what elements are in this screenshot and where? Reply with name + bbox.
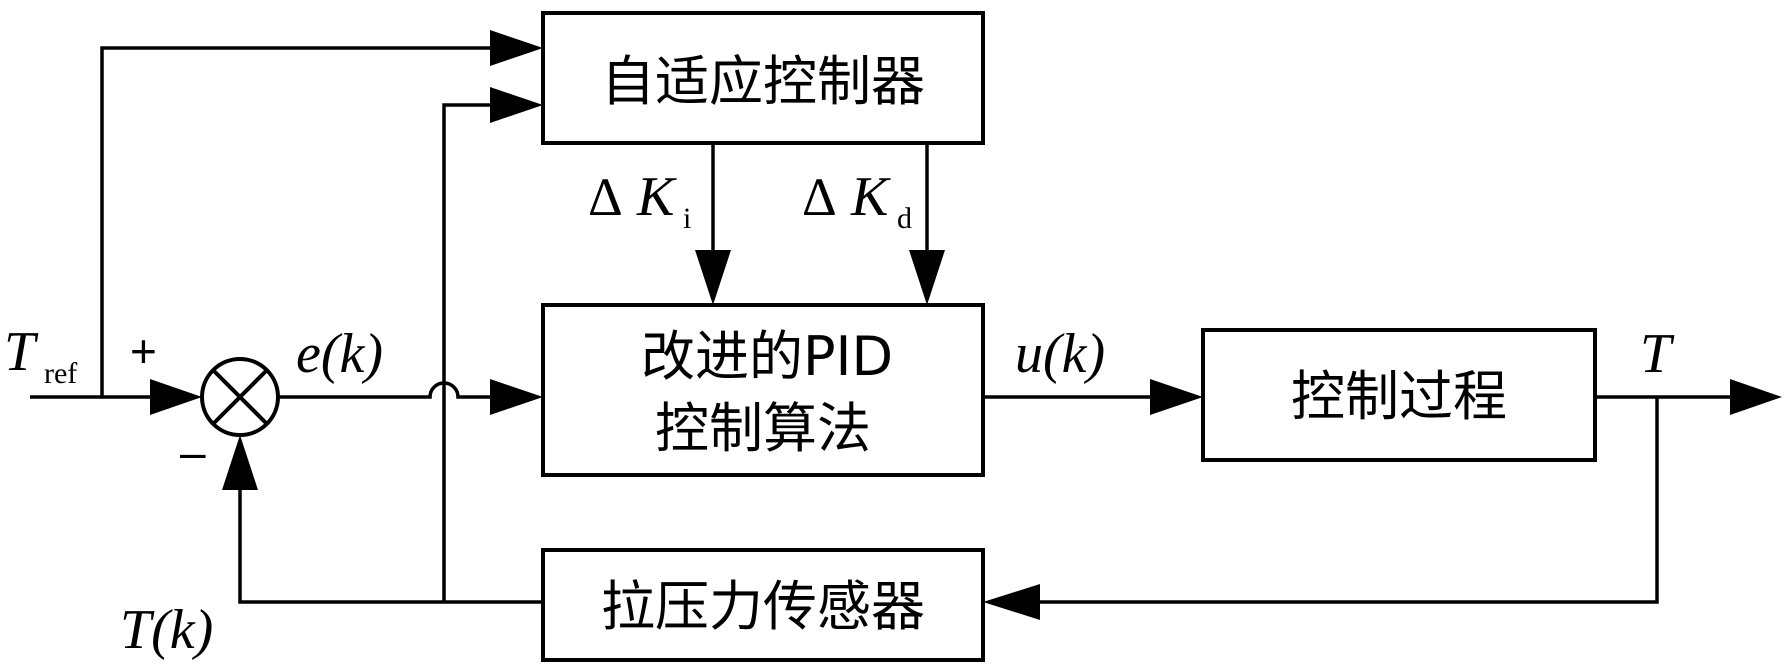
feedback-to-adaptive-arrow (490, 87, 543, 123)
delta-kd-main: K (850, 166, 891, 228)
ref-input-arrow (150, 379, 202, 415)
output-to-sensor-line (1040, 397, 1659, 604)
ref-to-adaptive-line (100, 46, 490, 397)
control-arrow (1150, 379, 1203, 415)
sensor-to-junction-arrow (222, 435, 258, 490)
delta-ki-label: Δ K i (588, 166, 691, 235)
delta-kd-arrow (909, 250, 945, 305)
ref-signal-label: T ref (4, 321, 77, 390)
force-sensor-block: 拉压力传感器 (541, 548, 985, 662)
improved-pid-block: 改进的PID 控制算法 (541, 303, 985, 477)
minus-sign: – (180, 426, 206, 478)
delta-kd-label: Δ K d (802, 166, 912, 235)
adaptive-controller-block: 自适应控制器 (541, 11, 985, 145)
control-process-label: 控制过程 (1291, 365, 1507, 428)
pid-label-line2: 控制算法 (655, 397, 871, 460)
feedback-signal-label: T(k) (120, 599, 213, 661)
feedback-to-adaptive-line (442, 103, 490, 602)
delta-ki-main: K (636, 166, 677, 228)
control-process-block: 控制过程 (1201, 328, 1597, 462)
delta-kd-symbol: Δ (802, 167, 837, 227)
delta-ki-arrow (695, 250, 731, 305)
force-sensor-label: 拉压力传感器 (601, 575, 925, 638)
delta-kd-sub: d (897, 202, 912, 235)
output-signal-label: T (1640, 323, 1675, 385)
delta-ki-sub: i (683, 202, 691, 235)
summing-junction (200, 357, 280, 437)
error-signal-label: e(k) (296, 323, 383, 385)
ref-sub-label: ref (44, 357, 77, 390)
error-line (278, 381, 490, 399)
output-arrow (1730, 379, 1782, 415)
adaptive-controller-label: 自适应控制器 (601, 50, 925, 113)
sensor-to-junction-line (238, 490, 543, 604)
control-signal-label: u(k) (1015, 323, 1105, 385)
ref-main-label: T (4, 321, 39, 383)
output-to-sensor-arrow (983, 584, 1040, 620)
ref-to-adaptive-arrow (490, 30, 543, 66)
pid-label-line1: 改进的PID (641, 325, 893, 388)
plus-sign: + (130, 325, 157, 377)
error-arrow (490, 379, 543, 415)
delta-ki-symbol: Δ (588, 167, 623, 227)
